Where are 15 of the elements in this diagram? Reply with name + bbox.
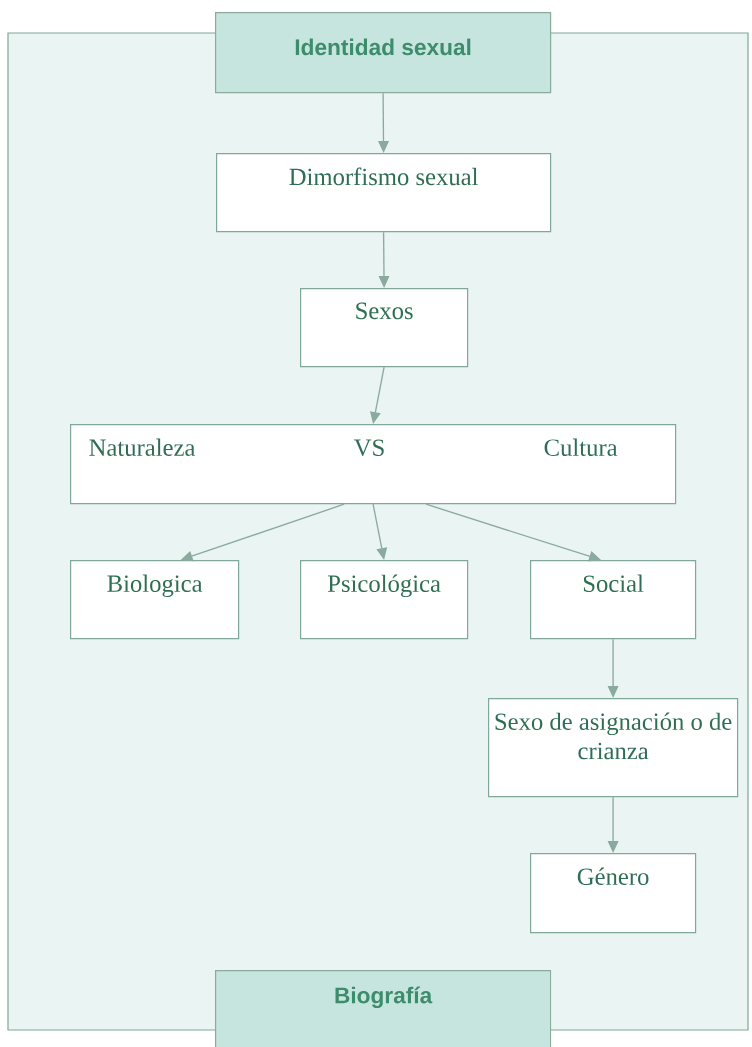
arrow [378,92,389,153]
process-box: Dimorfismo sexual [216,153,552,233]
process-box: Social [530,560,697,640]
arrow [607,638,619,698]
process-box: Sexos [300,288,469,368]
process-box: Psicológica [300,560,469,640]
heading-box: Identidad sexual [215,12,552,94]
heading-box: Biografía [215,970,552,1047]
arrow [378,231,390,288]
process-box: Naturaleza VS Cultura [70,424,677,505]
process-box: Sexo de asignación o de crianza [488,698,739,798]
arrow [372,503,388,560]
process-box: Biologica [70,560,240,640]
arrow [607,796,619,853]
process-box: Género [530,853,697,934]
